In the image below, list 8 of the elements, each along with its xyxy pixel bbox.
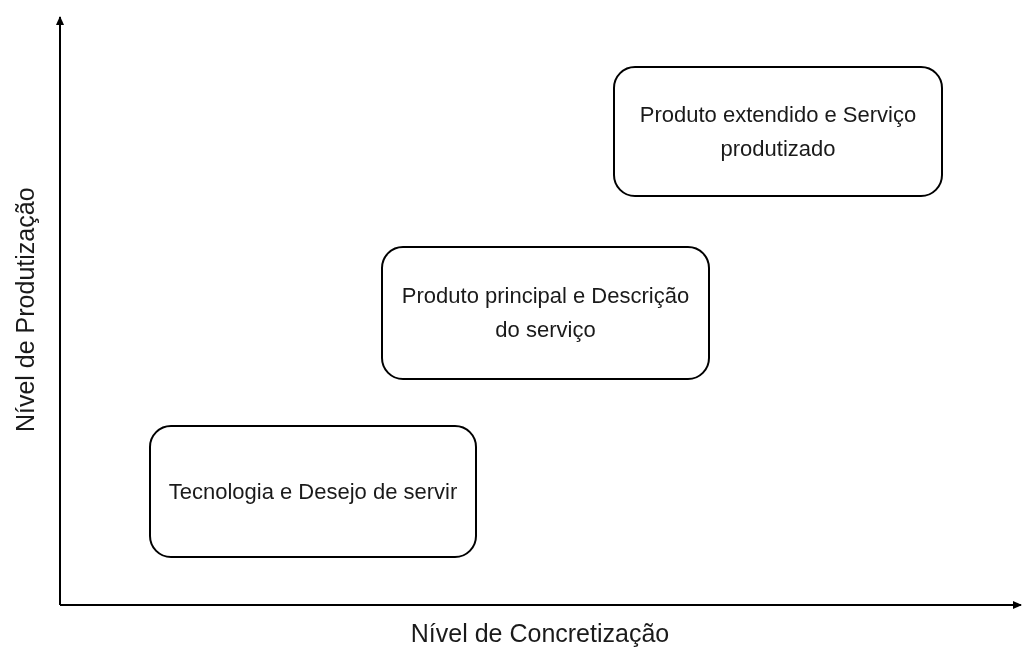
box-text: Tecnologia e Desejo de servir bbox=[168, 477, 458, 506]
box-text: Produto principal e Descrição do serviço bbox=[400, 282, 691, 344]
rounded-box bbox=[149, 425, 477, 558]
rounded-box bbox=[381, 246, 710, 380]
rounded-box bbox=[613, 66, 943, 197]
box-text: Produto extendido e Serviço produtizado bbox=[638, 100, 918, 163]
axis-label: Nível de Produtização bbox=[9, 187, 40, 433]
axis-label: Nível de Concretização bbox=[410, 618, 670, 650]
